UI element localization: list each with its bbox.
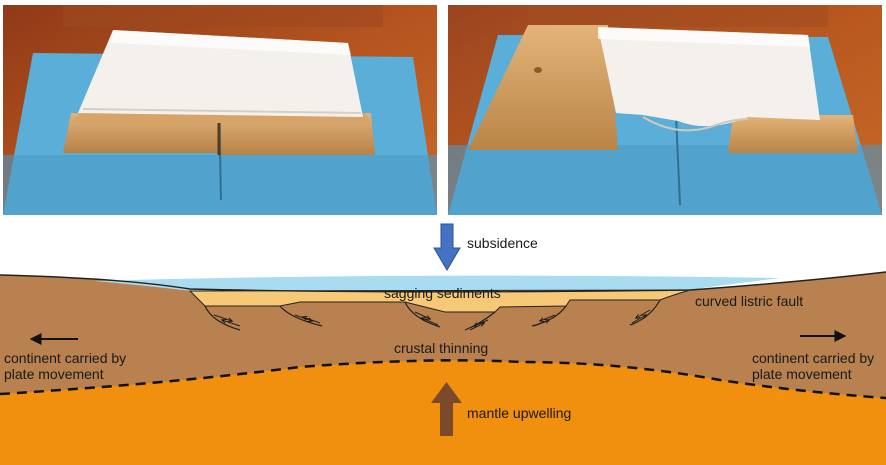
- continent-right-label-line1: continent carried by: [752, 350, 874, 366]
- mantle-upwelling-arrow: [431, 382, 462, 436]
- crustal-thinning-label: crustal thinning: [394, 340, 488, 356]
- continent-right-label-line2: plate movement: [752, 366, 852, 382]
- subsidence-arrow: [433, 223, 461, 271]
- continent-left-label-line2: plate movement: [4, 366, 104, 382]
- left-plank: [468, 25, 618, 150]
- photo-sagging-towel-between-planks: [448, 5, 882, 215]
- continent-left-label-line1: continent carried by: [4, 350, 126, 366]
- sediment-layer: [188, 289, 691, 313]
- towel: [598, 27, 820, 127]
- moho-boundary: [0, 359, 886, 400]
- curved-listric-fault-label: curved listric fault: [695, 293, 803, 309]
- right-plank: [221, 113, 375, 155]
- water-body: [95, 275, 780, 292]
- subsidence-label: subsidence: [467, 235, 538, 251]
- rift-cross-section-diagram: subsidence mantle upwelling sagging sedi…: [0, 223, 886, 465]
- photo-flat-towel-on-planks: [3, 5, 437, 215]
- fault-motion-arrows: [213, 309, 651, 331]
- sagging-sediments-label: sagging sediments: [384, 285, 501, 301]
- mantle-upwelling-label: mantle upwelling: [467, 405, 571, 421]
- right-plank: [728, 115, 858, 153]
